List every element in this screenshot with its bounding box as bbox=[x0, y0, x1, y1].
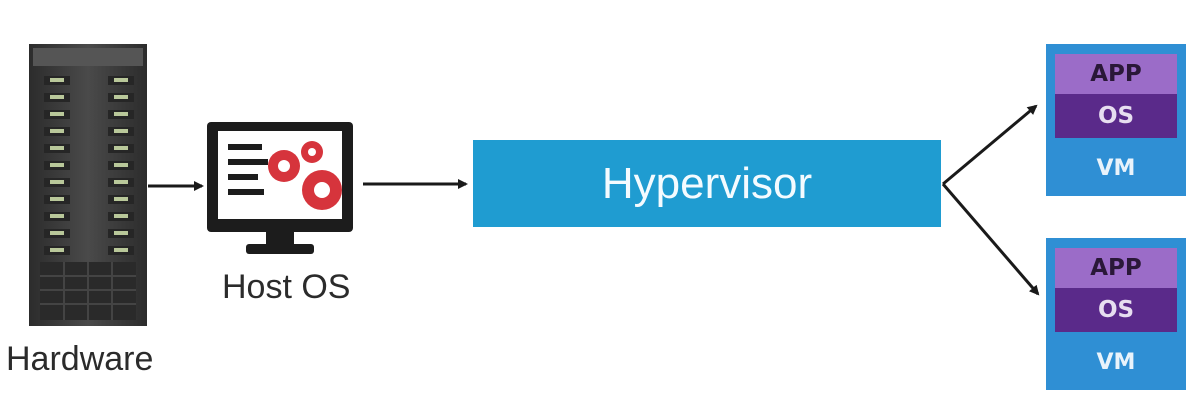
vm-label: VM bbox=[1096, 349, 1136, 375]
rack-led bbox=[114, 95, 128, 99]
arrow-hypervisor-to-vm-bottom bbox=[941, 183, 1040, 296]
rack-led bbox=[114, 78, 128, 82]
rack-led bbox=[50, 163, 64, 167]
rack-led bbox=[114, 112, 128, 116]
rack-led bbox=[50, 129, 64, 133]
hardware-label: Hardware bbox=[6, 340, 154, 378]
vm-box-1: APP OS VM bbox=[1046, 44, 1186, 196]
vm-os-layer: OS bbox=[1055, 94, 1177, 138]
rack-led bbox=[50, 112, 64, 116]
rack-led bbox=[114, 248, 128, 252]
vm-app-layer: APP bbox=[1055, 248, 1177, 288]
rack-led bbox=[50, 146, 64, 150]
arrow-hypervisor-to-vm-top bbox=[942, 104, 1038, 186]
hypervisor-label: Hypervisor bbox=[601, 158, 813, 208]
host-os-label: Host OS bbox=[222, 268, 351, 306]
rack-led bbox=[114, 231, 128, 235]
rack-led bbox=[50, 248, 64, 252]
rack-led bbox=[114, 146, 128, 150]
rack-led bbox=[114, 214, 128, 218]
rack-led bbox=[50, 197, 64, 201]
rack-led bbox=[114, 163, 128, 167]
vm-app-layer: APP bbox=[1055, 54, 1177, 94]
rack-led bbox=[114, 197, 128, 201]
rack-led bbox=[114, 180, 128, 184]
hypervisor-box: Hypervisor bbox=[473, 140, 941, 227]
rack-led bbox=[50, 78, 64, 82]
rack-led bbox=[114, 129, 128, 133]
vm-label: VM bbox=[1096, 155, 1136, 181]
rack-led bbox=[50, 180, 64, 184]
server-rack-icon bbox=[29, 44, 147, 326]
monitor-gears-icon bbox=[207, 122, 353, 254]
rack-led bbox=[50, 231, 64, 235]
vm-box-2: APP OS VM bbox=[1046, 238, 1186, 390]
vm-os-layer: OS bbox=[1055, 288, 1177, 332]
rack-led bbox=[50, 214, 64, 218]
rack-led bbox=[50, 95, 64, 99]
